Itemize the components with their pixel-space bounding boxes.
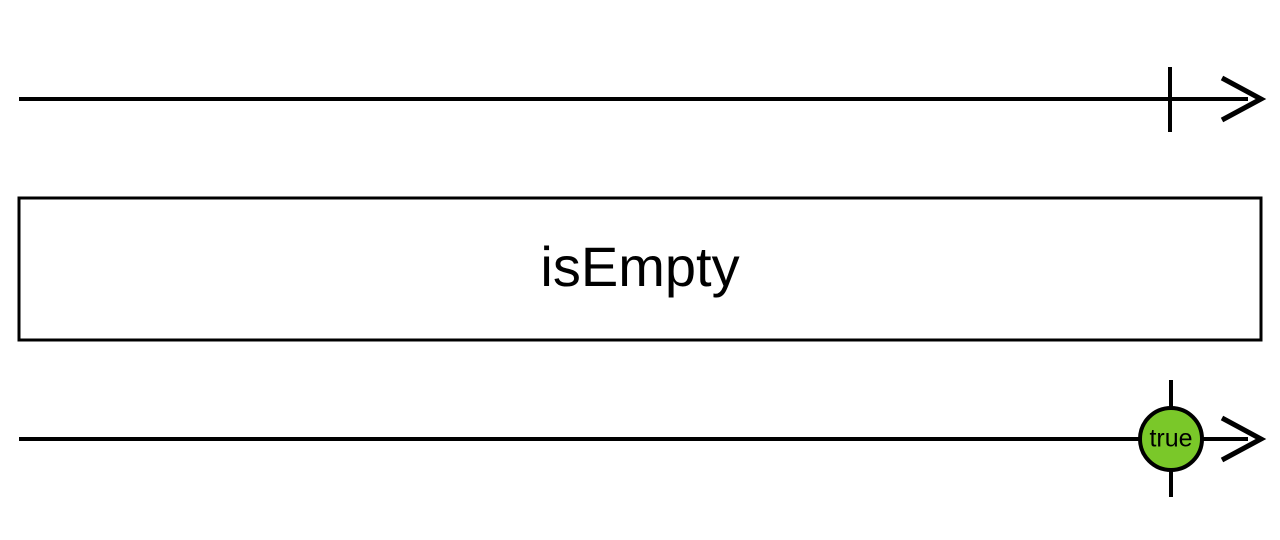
bottom-arrow-group <box>19 380 1267 497</box>
bottom-arrowhead-icon <box>1220 415 1267 463</box>
action-box-label: isEmpty <box>540 235 739 298</box>
guard-node-circle[interactable] <box>1138 406 1204 472</box>
action-box-group[interactable]: isEmpty <box>17 196 1263 342</box>
guard-node-group[interactable]: true <box>1138 406 1204 472</box>
action-box-rect[interactable] <box>17 196 1263 342</box>
top-arrow-group <box>19 67 1267 132</box>
guard-node-label: true <box>1149 425 1192 453</box>
top-arrowhead-icon <box>1220 75 1267 123</box>
